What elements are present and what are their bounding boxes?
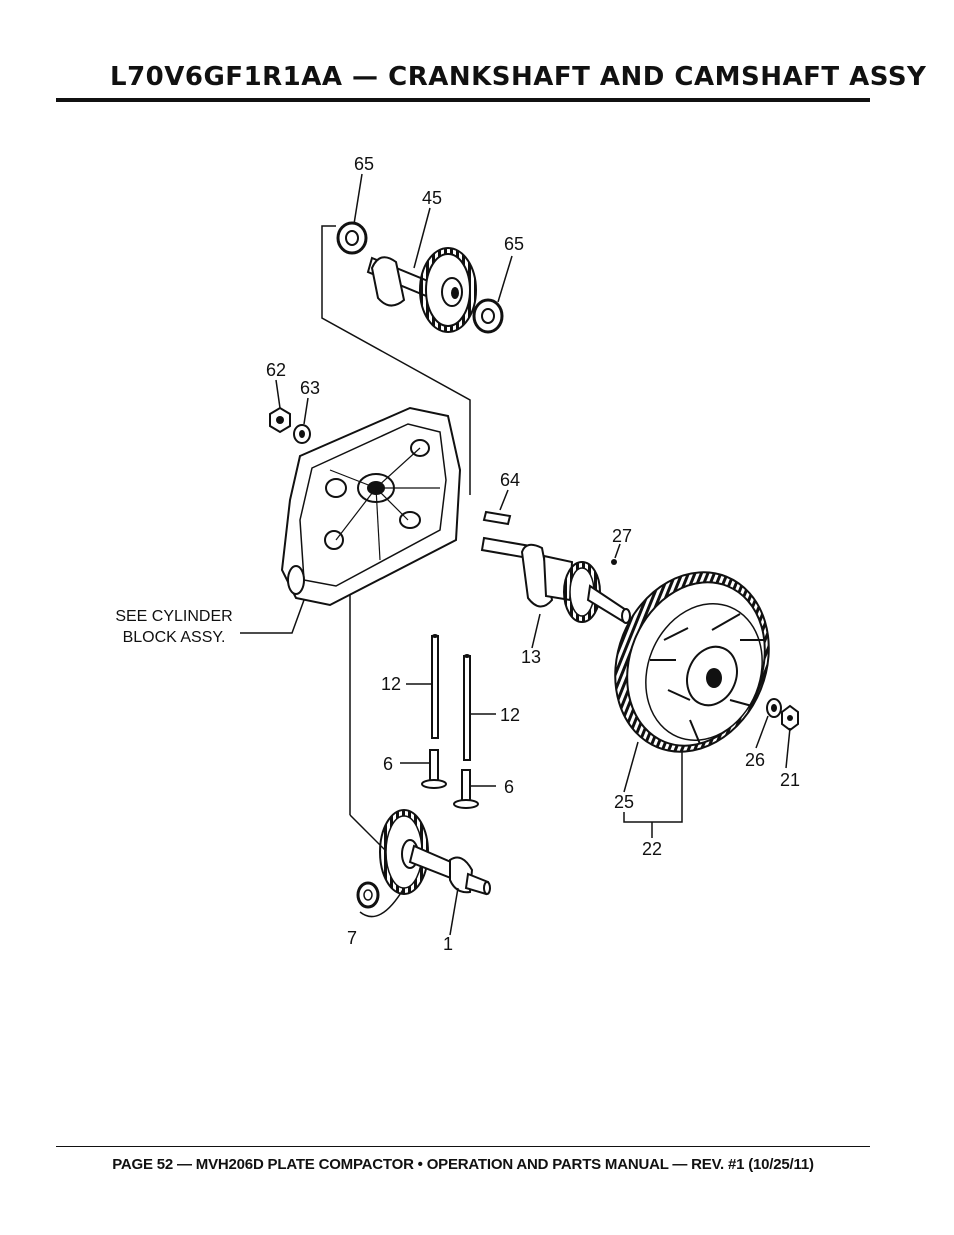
flywheel-22 [614,571,770,753]
callout-26: 26 [745,750,765,770]
title-rule [56,98,870,102]
pin-27 [611,559,617,565]
footer-rule [56,1146,870,1147]
callout-63: 63 [300,378,320,398]
tappet-6-right [453,769,479,809]
callout-6-right: 6 [504,777,514,797]
nut-62 [269,406,291,434]
washer-26 [766,698,782,718]
crankcase-cover [280,406,462,607]
bearing-65-right [472,298,504,334]
tappet-6-left [421,749,447,789]
callout-27: 27 [612,526,632,546]
callout-12-right: 12 [500,705,520,725]
leader-lines [240,173,791,936]
callout-64: 64 [500,470,520,490]
callout-65-top: 65 [354,154,374,174]
callout-25: 25 [614,792,634,812]
crankshaft-13 [480,536,631,624]
callout-65-right: 65 [504,234,524,254]
see-cylinder-note-line1: SEE CYLINDER [115,608,232,625]
bearing-65-top [336,221,368,255]
washer-63 [293,424,311,444]
key-64 [482,510,512,526]
nut-21 [781,704,799,732]
camshaft-1 [379,809,491,896]
page-footer: PAGE 52 — MVH206D PLATE COMPACTOR • OPER… [112,1156,814,1173]
push-rod-12-right [463,654,471,761]
page-title: L70V6GF1R1AA — CRANKSHAFT AND CAMSHAFT A… [110,62,927,92]
callout-22: 22 [642,839,662,859]
camshaft-45 [366,247,477,333]
bushing-7 [356,881,380,909]
callout-1: 1 [443,934,453,954]
callout-62: 62 [266,360,286,380]
callout-6-left: 6 [383,754,393,774]
push-rod-12-left [431,634,439,739]
callout-7: 7 [347,928,357,948]
callout-13: 13 [521,647,541,667]
callout-21: 21 [780,770,800,790]
callout-45: 45 [422,188,442,208]
see-cylinder-note-line2: BLOCK ASSY. [123,629,226,646]
callout-12-left: 12 [381,674,401,694]
